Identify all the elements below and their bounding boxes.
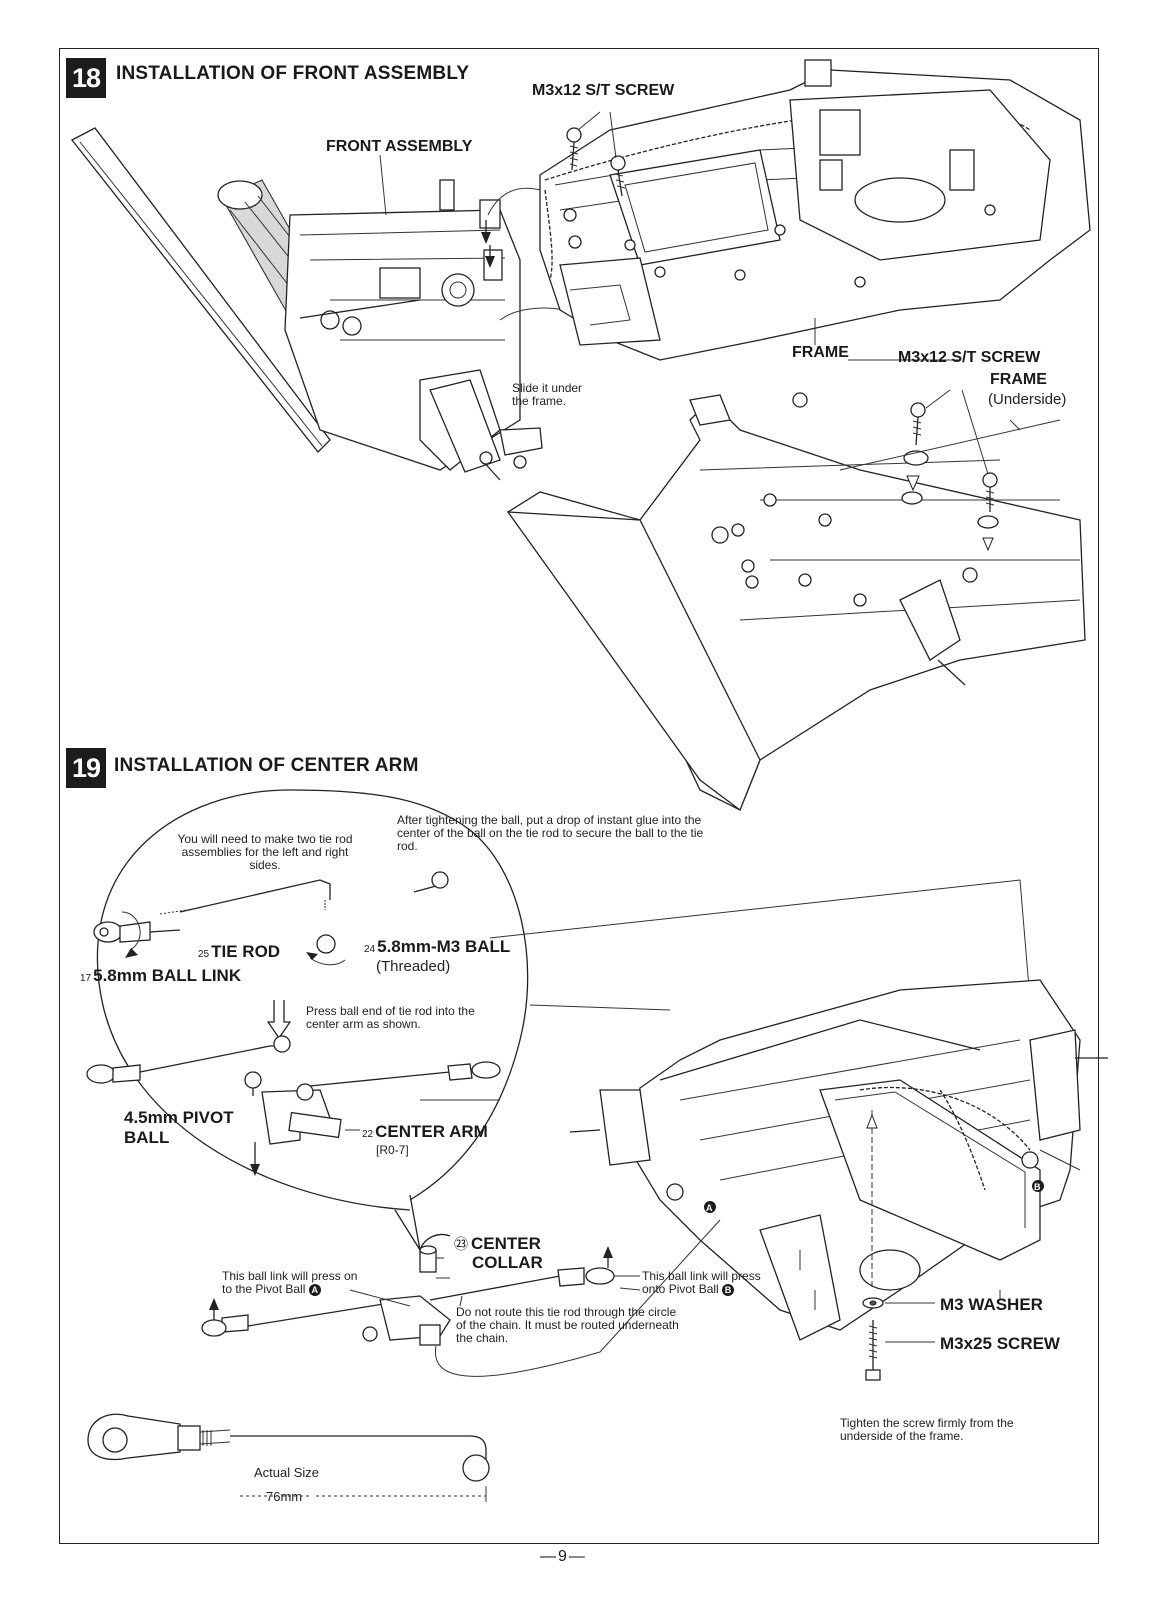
screw-top-1 [566, 127, 582, 171]
link-a-text: This ball link will press on to the Pivo… [222, 1269, 358, 1296]
page-number: —9— [540, 1548, 587, 1565]
step-18-title: INSTALLATION OF FRONT ASSEMBLY [116, 63, 470, 84]
screw-bottom-2 [977, 472, 999, 552]
underside-frame-drawing [506, 389, 1086, 812]
tie-rod-num: 25 [198, 949, 210, 960]
main-frame-drawing [379, 59, 1091, 361]
center-collar-line2: COLLAR [472, 1253, 543, 1272]
frame-label: FRAME [792, 344, 849, 361]
m3-washer-label: M3 WASHER [940, 1295, 1043, 1314]
press-ball-note: Press ball end of tie rod into the cente… [306, 1004, 475, 1031]
tie-rod-text: TIE ROD [211, 942, 281, 961]
center-arm-detail-circle [86, 789, 529, 1251]
page-border [59, 48, 1099, 1544]
front-assembly-label: FRONT ASSEMBLY [326, 138, 473, 155]
link-b-note: This ball link will press onto Pivot Bal… [642, 1270, 772, 1296]
svg-text:B: B [1034, 1182, 1041, 1192]
ball-sub: (Threaded) [376, 958, 451, 975]
center-collar-text: CENTER [471, 1234, 541, 1253]
ball-num: 24 [364, 944, 376, 955]
pivot-ball-line2: BALL [124, 1128, 170, 1147]
ball-link-text: 5.8mm BALL LINK [93, 966, 242, 985]
two-assemblies-note: You will need to make two tie rod assemb… [177, 832, 353, 872]
actual-size-label: Actual Size [254, 1465, 320, 1480]
leader-lines [420, 359, 1021, 1300]
front-assembly-drawing [71, 127, 581, 481]
m3x25-screw-label: M3x25 SCREW [940, 1334, 1060, 1353]
step-18-badge: 18 [66, 58, 106, 98]
center-arm-num: 22 [362, 1129, 374, 1140]
step-19-title: INSTALLATION OF CENTER ARM [114, 755, 419, 776]
ball-link-num: 17 [80, 973, 92, 984]
center-arm-car-drawing: A B [489, 879, 1108, 1381]
screw-top-label: M3x12 S/T SCREW [532, 82, 675, 99]
glue-note: After tightening the ball, put a drop of… [397, 813, 704, 853]
center-arm-text: CENTER ARM [375, 1122, 488, 1141]
link-a-note: This ball link will press on to the Pivo… [222, 1270, 362, 1296]
route-note: Do not route this tie rod through the ci… [456, 1305, 679, 1345]
tie-rod-parts [93, 871, 449, 966]
screw-top-2 [610, 155, 626, 197]
screw-bottom-label: M3x12 S/T SCREW [898, 349, 1041, 366]
frame-underside-sub: (Underside) [988, 391, 1067, 408]
tighten-note: Tighten the screw firmly from the unders… [840, 1416, 1014, 1443]
tie-rod-assembly-lower [201, 1219, 721, 1377]
link-b-text: This ball link will press onto Pivot Bal… [642, 1269, 761, 1296]
actual-size-tie-rod [87, 1413, 490, 1502]
svg-text:A: A [706, 1203, 713, 1213]
step-19-badge: 19 [66, 748, 106, 788]
marker-b: B [722, 1284, 735, 1296]
center-collar-num: ㉓ [454, 1236, 468, 1252]
actual-size-length: 76mm [266, 1489, 303, 1504]
slide-note-line1: Slide it under [512, 381, 583, 395]
frame-underside-title: FRAME [990, 371, 1047, 388]
center-arm-code: [R0-7] [376, 1143, 409, 1157]
marker-a: A [308, 1284, 321, 1296]
ball-text: 5.8mm-M3 BALL [377, 937, 511, 956]
pivot-ball-line1: 4.5mm PIVOT [124, 1108, 234, 1127]
slide-note-line2: the frame. [512, 394, 567, 408]
